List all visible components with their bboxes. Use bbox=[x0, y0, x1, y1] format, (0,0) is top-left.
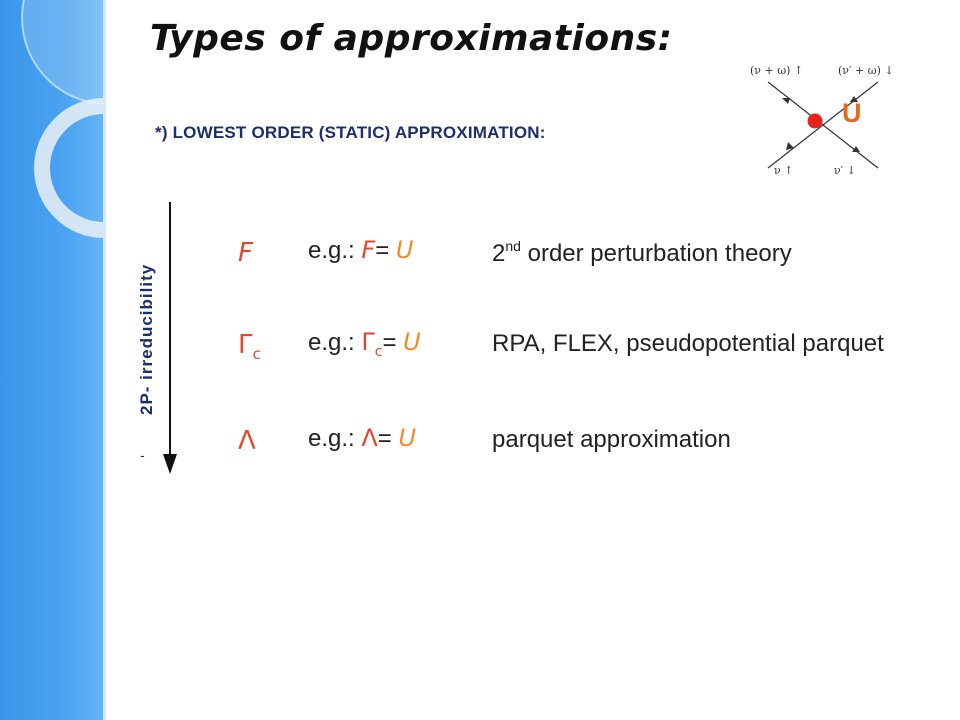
row-example: e.g.: Γc= U bbox=[308, 328, 421, 360]
arrow-head-4 bbox=[852, 146, 860, 152]
vertex-diagram: (ν + ω) ↑ (ν′ + ω) ↓ ν ↑ ν′ ↓ bbox=[750, 64, 894, 177]
arrow-head-2 bbox=[850, 96, 858, 102]
arrow-head-3 bbox=[786, 142, 794, 150]
down-arrow-icon bbox=[163, 202, 177, 474]
vertex-label-top-right: (ν′ + ω) ↓ bbox=[838, 64, 894, 77]
vertex-line-2 bbox=[767, 81, 879, 169]
vertex-label-top-left: (ν + ω) ↑ bbox=[750, 64, 803, 77]
vertex-label-bottom-right: ν′ ↓ bbox=[834, 164, 856, 177]
arrow-head-1 bbox=[782, 98, 790, 104]
section-subtitle: *) LOWEST ORDER (STATIC) APPROXIMATION: bbox=[155, 123, 546, 142]
row-symbol: F bbox=[238, 238, 253, 268]
row-description: RPA, FLEX, pseudopotential parquet bbox=[492, 330, 884, 357]
vertex-dot bbox=[807, 113, 823, 129]
vertex-u-label: U bbox=[842, 98, 862, 128]
row-example: e.g.: F= U bbox=[308, 236, 414, 264]
vertex-label-bottom-left: ν ↑ bbox=[774, 164, 793, 177]
row-symbol: Γc bbox=[238, 330, 261, 363]
row-description: 2nd order perturbation theory bbox=[492, 238, 792, 267]
decorative-circles bbox=[21, 0, 106, 238]
row-symbol: Λ bbox=[238, 426, 256, 456]
row-example: e.g.: Λ= U bbox=[308, 424, 417, 452]
axis-label: 2P- irreducibility bbox=[137, 263, 156, 415]
sidebar-decoration bbox=[0, 0, 106, 720]
page-title: Types of approximations: bbox=[150, 18, 673, 59]
axis-tick: - bbox=[140, 447, 145, 463]
row-description: parquet approximation bbox=[492, 426, 731, 453]
